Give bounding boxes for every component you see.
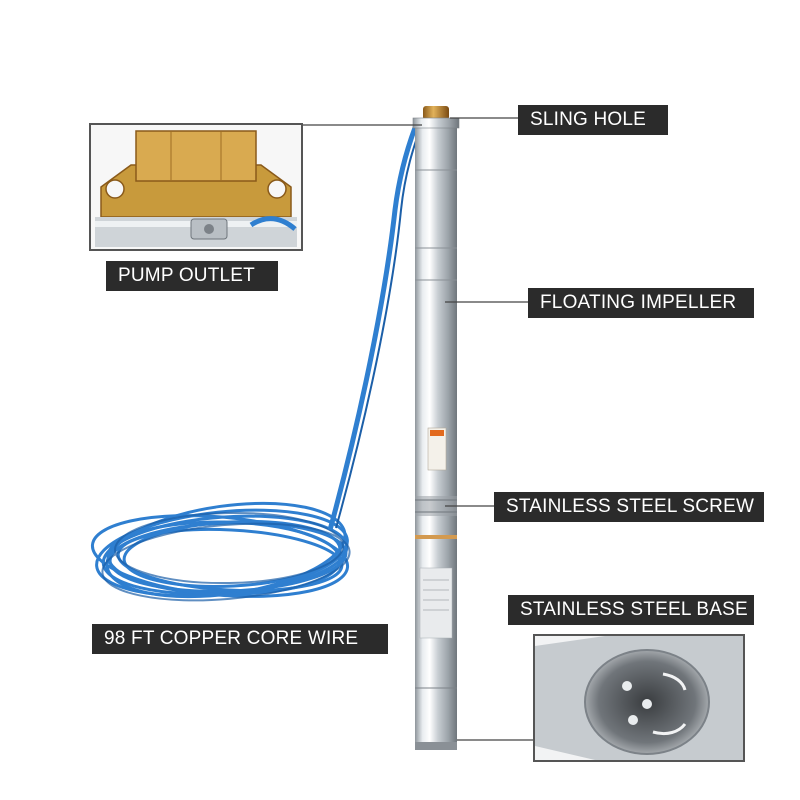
leader-lines <box>303 117 533 741</box>
cable-coil-shadow <box>101 511 351 602</box>
stainless-steel-screw-label: STAINLESS STEEL SCREW <box>494 492 764 522</box>
pump-body <box>412 106 460 750</box>
stainless-steel-base-inset <box>533 634 745 762</box>
copper-core-wire-label: 98 FT COPPER CORE WIRE <box>92 624 388 654</box>
sling-hole-label: SLING HOLE <box>518 105 668 135</box>
pump-outlet-label: PUMP OUTLET <box>106 261 278 291</box>
pump-outlet-inset <box>89 123 303 251</box>
pump-outlet-photo <box>91 125 301 249</box>
floating-impeller-label: FLOATING IMPELLER <box>528 288 754 318</box>
stainless-steel-base-label: STAINLESS STEEL BASE <box>508 595 754 625</box>
cable-riser <box>327 119 422 531</box>
stainless-steel-base-photo <box>535 636 743 760</box>
